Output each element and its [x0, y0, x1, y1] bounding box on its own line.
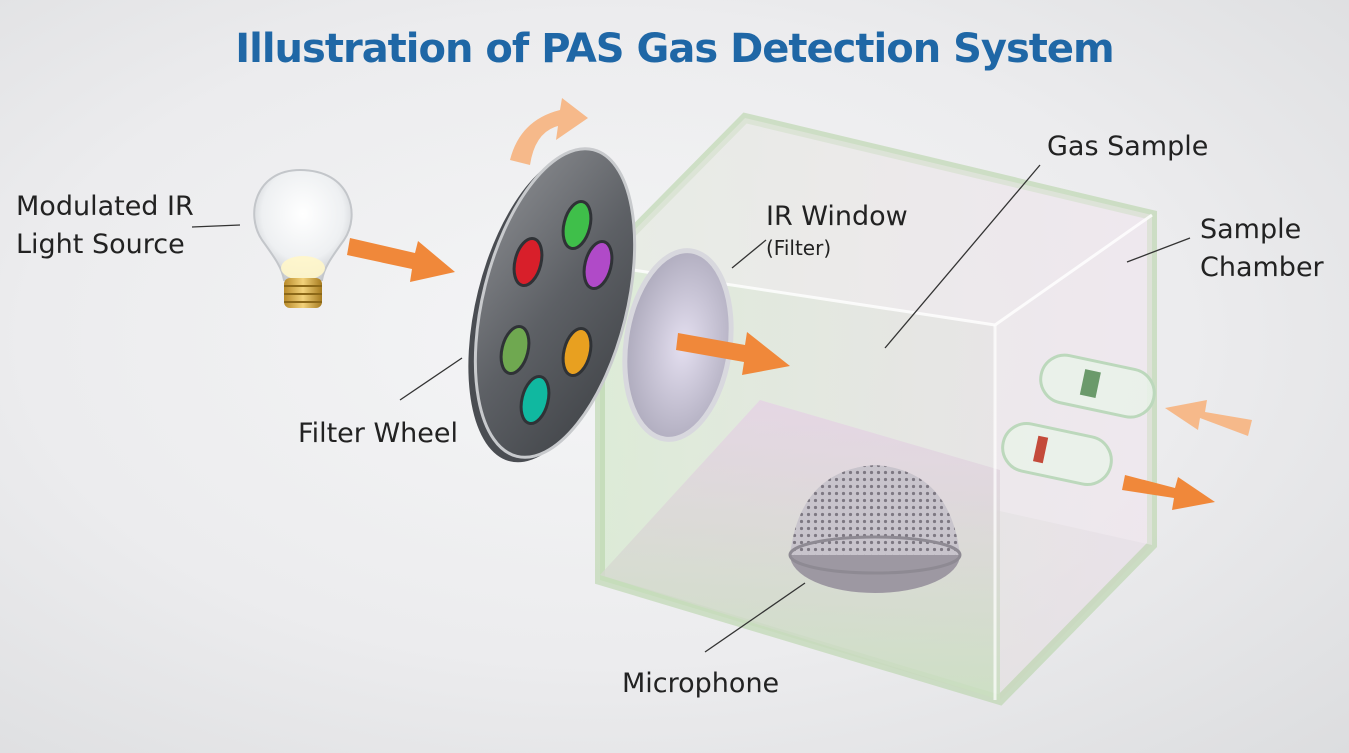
filter-5	[499, 325, 531, 375]
light-source-label-line1: Modulated IR	[16, 191, 194, 222]
gas-inlet-tube	[1039, 353, 1156, 419]
gas-out-arrow	[1122, 475, 1215, 510]
filter-wheel	[468, 147, 637, 463]
microphone-icon	[788, 465, 962, 593]
ir-beam-arrow-2	[676, 332, 790, 375]
rotation-arrow	[510, 98, 588, 165]
light-bulb-icon	[253, 168, 353, 308]
filter-1	[561, 200, 593, 250]
gas-sample-label: Gas Sample	[1047, 131, 1209, 162]
gas-in-arrow	[1165, 400, 1252, 436]
leader-lines	[191, 164, 1191, 653]
light-source-label: Modulated IR Light Source	[16, 188, 194, 264]
ir-beam-arrow-1	[347, 238, 455, 282]
filter-2	[582, 240, 614, 290]
filter-4	[519, 375, 551, 425]
sample-chamber-label: Sample Chamber	[1200, 211, 1324, 287]
filter-3	[561, 327, 593, 377]
filter-wheel-label: Filter Wheel	[298, 418, 458, 449]
light-source-label-line2: Light Source	[16, 229, 185, 260]
ir-window-label-main: IR Window	[766, 201, 908, 232]
page-title: Illustration of PAS Gas Detection System	[235, 26, 1114, 72]
gas-outlet-tube	[1001, 422, 1113, 486]
sample-chamber-label-line1: Sample	[1200, 214, 1302, 245]
microphone-label: Microphone	[622, 668, 780, 699]
ir-window-label: IR Window (Filter)	[766, 198, 908, 260]
filter-6	[512, 237, 544, 287]
ir-window-label-sub: (Filter)	[766, 236, 832, 260]
sample-chamber-label-line2: Chamber	[1200, 252, 1324, 283]
